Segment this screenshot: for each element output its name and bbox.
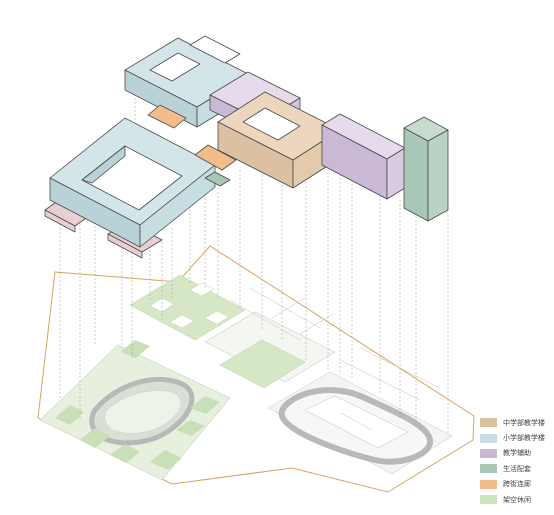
living-tower <box>403 116 449 222</box>
legend-swatch-living <box>480 464 497 474</box>
legend-swatch-teaching-aux <box>480 448 497 458</box>
legend-item: 架空休闲 <box>480 492 552 507</box>
legend-label: 小学部教学楼 <box>503 434 545 443</box>
lower-green <box>219 339 306 389</box>
legend-swatch-primary-school <box>480 433 497 443</box>
ground-plan <box>37 245 475 493</box>
legend-item: 生活配套 <box>480 461 552 476</box>
legend-label: 生活配套 <box>503 464 531 473</box>
legend: 中学部教学楼 小学部教学楼 教学辅助 生活配套 跨街连廊 架空休闲 <box>480 415 552 507</box>
plan-grid-lines <box>229 287 441 401</box>
legend-item: 小学部教学楼 <box>480 430 552 445</box>
primary-school-ring <box>49 117 216 248</box>
legend-label: 跨街连廊 <box>503 480 531 489</box>
legend-swatch-overhead <box>480 495 497 505</box>
bridges <box>147 104 237 187</box>
teaching-aux-long <box>321 113 406 200</box>
pitch-halfway-line <box>340 412 373 431</box>
legend-label: 架空休闲 <box>503 495 531 504</box>
legend-label: 中学部教学楼 <box>503 418 545 427</box>
legend-item: 中学部教学楼 <box>480 415 552 430</box>
legend-swatch-middle-school <box>480 418 497 428</box>
legend-swatch-bridge <box>480 479 497 489</box>
left-field <box>104 390 182 434</box>
legend-item: 跨街连廊 <box>480 477 552 492</box>
legend-label: 教学辅助 <box>503 449 531 458</box>
middle-plots <box>149 282 230 329</box>
right-pitch <box>304 395 409 449</box>
legend-item: 教学辅助 <box>480 446 552 461</box>
left-green-patches <box>55 340 220 470</box>
buildings <box>44 35 449 259</box>
